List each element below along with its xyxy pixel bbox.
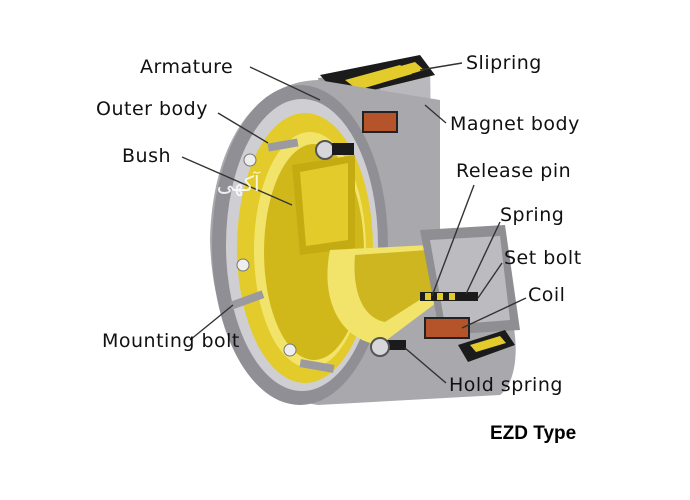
label-armature: Armature	[140, 56, 234, 78]
leader-lines	[181, 62, 527, 384]
label-release-pin: Release pin	[456, 160, 572, 182]
spring	[420, 292, 478, 301]
label-mounting-bolt: Mounting bolt	[102, 330, 240, 352]
label-bush: Bush	[122, 145, 172, 167]
hold-spring	[370, 337, 406, 357]
watermark: آکهی سرا	[175, 172, 260, 196]
label-slipring: Slipring	[466, 52, 542, 74]
diagram-caption: EZD Type	[490, 423, 577, 444]
coil	[424, 317, 470, 339]
label-coil: Coil	[528, 284, 566, 306]
release-pin	[315, 140, 335, 160]
mounting-bolt	[229, 138, 335, 373]
label-set-bolt: Set bolt	[504, 247, 582, 269]
label-hold-spring: Hold spring	[449, 374, 563, 396]
label-magnet-body: Magnet body	[450, 113, 580, 135]
label-spring: Spring	[500, 204, 565, 226]
label-outer-body: Outer body	[96, 98, 208, 120]
clutch-assembly	[210, 55, 520, 405]
